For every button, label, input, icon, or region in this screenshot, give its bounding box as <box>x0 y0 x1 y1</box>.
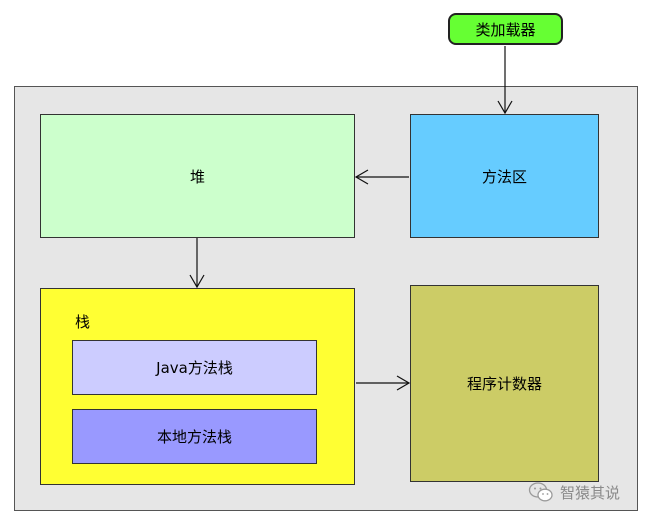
native-stack-label: 本地方法栈 <box>156 428 232 446</box>
method-area-node: 方法区 <box>410 114 599 238</box>
heap-node: 堆 <box>40 114 355 238</box>
arrowhead-method-area-to-heap <box>354 169 369 185</box>
wechat-icon <box>528 482 553 502</box>
watermark-text: 智猿其说 <box>560 483 621 502</box>
class-loader-node: 类加载器 <box>448 13 563 45</box>
watermark: 智猿其说 <box>528 480 620 504</box>
native-stack-node: 本地方法栈 <box>72 409 317 464</box>
heap-label: 堆 <box>189 167 205 186</box>
arrowhead-classloader-to-method-area <box>497 100 513 115</box>
arrowhead-stack-to-pc-register <box>396 375 411 391</box>
pc-register-label: 程序计数器 <box>466 375 542 393</box>
arrowhead-heap-to-stack <box>189 274 205 289</box>
class-loader-label: 类加载器 <box>475 20 536 39</box>
java-stack-node: Java方法栈 <box>72 340 317 395</box>
stack-node: 栈 Java方法栈 本地方法栈 <box>40 288 355 485</box>
java-stack-label: Java方法栈 <box>156 359 233 377</box>
pc-register-node: 程序计数器 <box>410 285 599 482</box>
stack-label: 栈 <box>75 313 91 331</box>
method-area-label: 方法区 <box>481 167 527 186</box>
